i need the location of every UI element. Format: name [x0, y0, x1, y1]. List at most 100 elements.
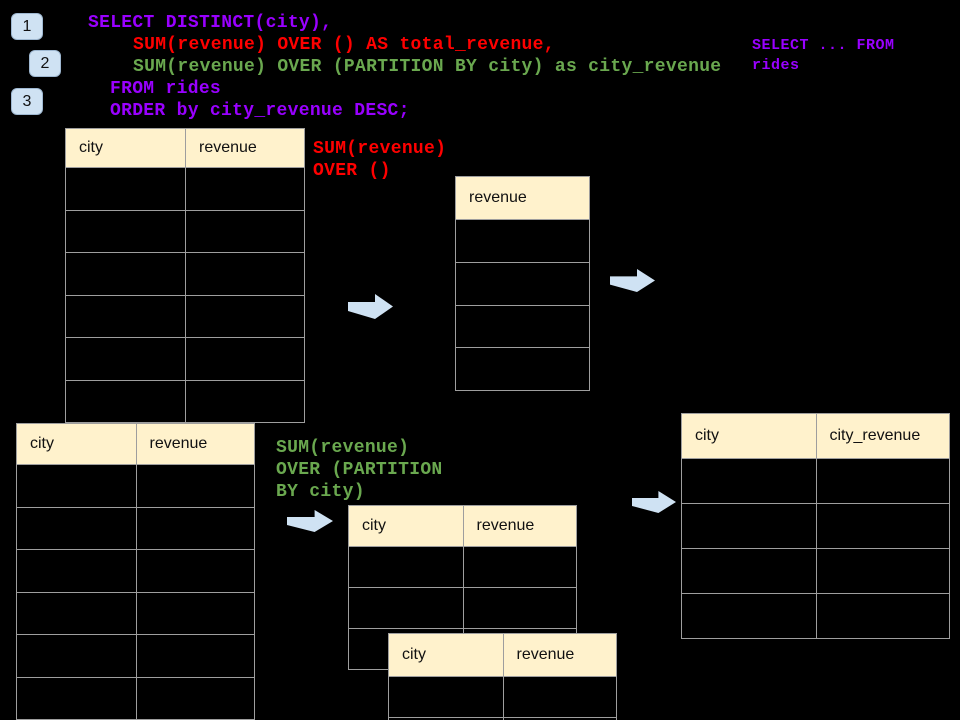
table-cell	[135, 635, 255, 677]
table-cell	[462, 547, 577, 587]
column-header: city	[402, 646, 426, 663]
table-row	[682, 593, 949, 638]
step-badge-2: 2	[29, 50, 61, 77]
table-cell	[185, 380, 304, 422]
table-cell	[17, 593, 136, 635]
table-cell	[462, 588, 577, 628]
column-header: revenue	[469, 189, 527, 206]
table-row	[682, 458, 949, 503]
code-line: SUM(revenue) OVER () AS total_revenue,	[133, 35, 555, 55]
table-row	[456, 261, 589, 305]
text-line: SUM(revenue)	[313, 139, 447, 159]
column-header: city	[79, 139, 103, 156]
table-cell	[66, 211, 185, 253]
table-row	[66, 294, 304, 338]
table-cell	[456, 348, 589, 390]
table-row	[17, 464, 254, 507]
table-cell	[135, 550, 255, 592]
table-cell	[185, 168, 304, 210]
table-cell	[682, 549, 816, 593]
text-line: OVER ()	[313, 161, 391, 181]
table-header-row: city revenue	[66, 129, 304, 167]
table-cell	[349, 588, 463, 628]
table-cell	[17, 635, 136, 677]
table-cell	[815, 594, 950, 638]
flow-arrow-to-total-revenue	[348, 294, 393, 319]
code-line: SUM(revenue) OVER (PARTITION BY city) as…	[133, 57, 722, 77]
annotation-total-revenue: SUM(revenue)OVER ()	[313, 138, 446, 182]
table-cell	[185, 210, 304, 252]
sql-query-code: SELECT DISTINCT(city),SUM(revenue) OVER …	[88, 12, 721, 122]
table-cell	[502, 718, 617, 720]
table-header-row: revenue	[456, 177, 589, 219]
step-badge-1: 1	[11, 13, 43, 40]
table-row	[66, 379, 304, 423]
table-row	[66, 337, 304, 380]
table-cell	[66, 253, 185, 295]
table-row	[456, 347, 589, 390]
table-row	[349, 587, 576, 628]
table-cell	[682, 594, 816, 638]
table-cell	[349, 547, 463, 587]
table-row	[17, 549, 254, 592]
table-cell	[135, 592, 255, 634]
column-header: city	[362, 517, 386, 534]
table-cell	[682, 504, 816, 548]
column-header: city	[30, 435, 54, 452]
table-cell	[185, 338, 304, 380]
table-row	[682, 503, 949, 548]
table-row	[17, 506, 255, 550]
table-cell	[185, 253, 304, 295]
column-header: revenue	[185, 129, 304, 167]
table-cell	[502, 677, 617, 717]
table-row	[389, 676, 616, 717]
table-row	[66, 252, 304, 295]
table-cell	[17, 678, 136, 720]
table-cell	[456, 306, 589, 348]
table-row	[17, 591, 255, 635]
text-line: BY city)	[276, 482, 365, 502]
code-line: ORDER by city_revenue DESC;	[110, 101, 410, 121]
code-line: FROM rides	[110, 79, 222, 99]
table-header-row: city revenue	[349, 506, 576, 546]
total-revenue-table: revenue	[455, 176, 590, 392]
text-line: SELECT ... FROM	[752, 37, 895, 54]
table-row	[682, 548, 949, 593]
text-line: SUM(revenue)	[276, 438, 410, 458]
table-cell	[815, 504, 950, 548]
table-row	[66, 167, 304, 210]
table-cell	[66, 296, 185, 338]
flow-arrow-to-partition-tables	[287, 510, 333, 532]
column-header: revenue	[462, 506, 577, 546]
table-cell	[135, 677, 255, 719]
table-cell	[17, 508, 136, 550]
code-line: SELECT DISTINCT(city),	[88, 13, 333, 33]
flow-arrow-from-total-revenue	[610, 269, 655, 292]
table-cell	[456, 263, 589, 305]
table-row	[456, 304, 589, 348]
table-cell	[135, 507, 255, 549]
table-row	[389, 717, 616, 720]
partition-table-back: city revenue	[348, 505, 577, 670]
table-row	[66, 209, 304, 253]
table-cell	[17, 550, 136, 592]
side-note-select-from-rides: SELECT ... FROM rides	[752, 36, 895, 76]
table-row	[456, 219, 589, 262]
table-cell	[66, 381, 185, 423]
table-cell	[17, 465, 136, 507]
table-cell	[682, 459, 816, 503]
text-line: rides	[752, 57, 800, 74]
table-cell	[135, 465, 255, 507]
table-cell	[185, 295, 304, 337]
table-cell	[815, 549, 950, 593]
table-row	[17, 634, 254, 677]
source-table-top: city revenue	[65, 128, 305, 423]
